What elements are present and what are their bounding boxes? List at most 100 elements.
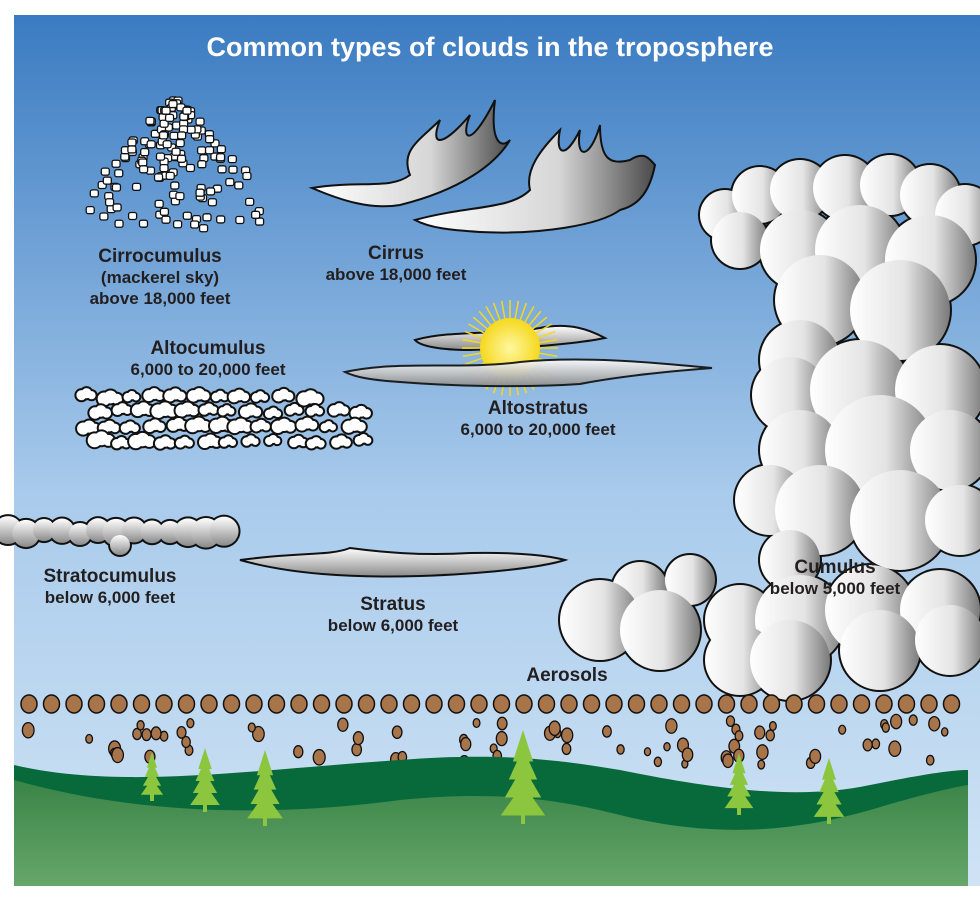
aerosol-particle xyxy=(492,694,511,714)
aerosol-particle xyxy=(337,717,349,732)
aerosol-particle xyxy=(21,721,35,739)
cumulus-cloud xyxy=(558,153,980,702)
aerosol-particle xyxy=(380,694,398,714)
aerosol-particle xyxy=(111,746,125,764)
aerosol-particle xyxy=(852,694,871,714)
aerosol-particle xyxy=(537,694,556,714)
aerosol-particle xyxy=(871,738,881,750)
stratocumulus-name: Stratocumulus xyxy=(43,566,177,587)
altocumulus-altitude: 6,000 to 20,000 feet xyxy=(130,360,286,379)
tree-icon xyxy=(813,758,845,824)
aerosol-particle xyxy=(605,694,623,714)
aerosol-particle xyxy=(757,759,766,770)
aerosol-particle xyxy=(312,694,331,714)
aerosol-particle xyxy=(181,735,191,749)
aerosol-particle xyxy=(928,715,941,732)
aerosol-particle xyxy=(351,742,363,757)
aerosol-particle xyxy=(717,694,736,714)
cirrocumulus-name: Cirrocumulus xyxy=(98,246,222,267)
aerosol-particle xyxy=(756,744,769,761)
cirrus-label: Cirrus above 18,000 feet xyxy=(326,243,467,285)
aerosol-particle xyxy=(357,694,376,714)
aerosol-particles xyxy=(20,694,961,770)
aerosol-particle xyxy=(515,694,533,714)
stratus-altitude: below 6,000 feet xyxy=(327,616,459,635)
altostratus-cloud xyxy=(342,300,713,396)
cirrus-name: Cirrus xyxy=(368,243,424,264)
aerosol-particle xyxy=(447,694,466,714)
aerosol-particle xyxy=(889,713,903,730)
aerosol-particle xyxy=(838,724,847,735)
aerosol-particle xyxy=(940,727,949,737)
aerosol-particle xyxy=(560,727,574,744)
aerosol-particle xyxy=(908,714,918,726)
aerosol-particle xyxy=(186,717,195,729)
aerosol-particle xyxy=(402,694,421,714)
aerosol-particle xyxy=(132,694,151,714)
aerosol-particle xyxy=(560,694,578,714)
cirrocumulus-label: Cirrocumulus (mackerel sky) above 18,000… xyxy=(90,246,231,309)
aerosol-particle xyxy=(155,694,173,714)
aerosol-particle xyxy=(897,694,916,714)
aerosol-particle xyxy=(768,721,777,732)
aerosol-particle xyxy=(391,725,403,740)
aerosol-particle xyxy=(267,694,286,714)
aerosol-particle xyxy=(200,694,218,714)
cumulus-label: Cumulus below 5,000 feet xyxy=(770,557,900,599)
aerosol-particle xyxy=(150,726,162,741)
cirrus-cloud xyxy=(308,99,657,234)
aerosol-particle xyxy=(176,725,187,739)
tree-icon xyxy=(500,730,546,824)
aerosol-particle xyxy=(85,733,94,744)
aerosol-particle xyxy=(643,747,652,757)
aerosol-particle xyxy=(290,694,308,714)
aerosol-particle xyxy=(20,694,38,714)
aerosol-particle xyxy=(65,694,83,714)
diagram-title: Common types of clouds in the tropospher… xyxy=(206,32,774,62)
altostratus-altitude: 6,000 to 20,000 feet xyxy=(460,420,616,439)
stratus-label: Stratus below 6,000 feet xyxy=(328,594,458,636)
aerosol-particle xyxy=(460,736,472,752)
aerosols-label: Aerosols xyxy=(526,665,607,686)
stratus-name: Stratus xyxy=(360,594,426,615)
aerosol-particle xyxy=(765,729,776,742)
aerosol-particle xyxy=(888,740,902,757)
trees xyxy=(140,730,845,826)
aerosol-particle xyxy=(582,694,601,714)
aerosol-particle xyxy=(650,694,668,714)
altostratus-name: Altostratus xyxy=(487,398,589,419)
aerosol-particle xyxy=(177,694,196,714)
aerosols-name: Aerosols xyxy=(526,665,608,686)
altocumulus-cloud xyxy=(74,386,374,451)
aerosol-particle xyxy=(42,694,61,714)
aerosol-particle xyxy=(470,694,488,714)
cirrocumulus-note: (mackerel sky) xyxy=(100,268,220,287)
aerosol-particle xyxy=(925,754,935,766)
aerosol-particle xyxy=(862,738,873,752)
aerosol-particle xyxy=(312,748,326,766)
aerosol-particle xyxy=(352,731,364,746)
aerosol-particle xyxy=(725,715,736,728)
aerosol-particle xyxy=(548,720,561,737)
cumulus-altitude: below 5,000 feet xyxy=(769,579,901,598)
aerosol-particle xyxy=(141,728,152,742)
aerosol-particle xyxy=(247,722,256,733)
aerosol-particle xyxy=(942,694,961,714)
aerosol-particle xyxy=(672,694,691,714)
aerosol-particle xyxy=(496,716,508,731)
aerosol-particle xyxy=(807,694,826,714)
near-hills xyxy=(14,780,968,886)
aerosol-particle xyxy=(472,717,481,729)
aerosol-particle xyxy=(335,694,353,714)
aerosol-particle xyxy=(293,745,304,759)
tree-icon xyxy=(724,753,754,815)
cirrocumulus-cloud xyxy=(85,96,265,233)
aerosol-particle xyxy=(920,694,938,714)
altostratus-label: Altostratus 6,000 to 20,000 feet xyxy=(461,398,616,440)
aerosol-particle xyxy=(601,725,612,738)
stratus-cloud xyxy=(239,546,569,578)
aerosol-particle xyxy=(740,694,758,714)
aerosol-particle xyxy=(653,756,663,768)
tree-icon xyxy=(247,750,283,826)
